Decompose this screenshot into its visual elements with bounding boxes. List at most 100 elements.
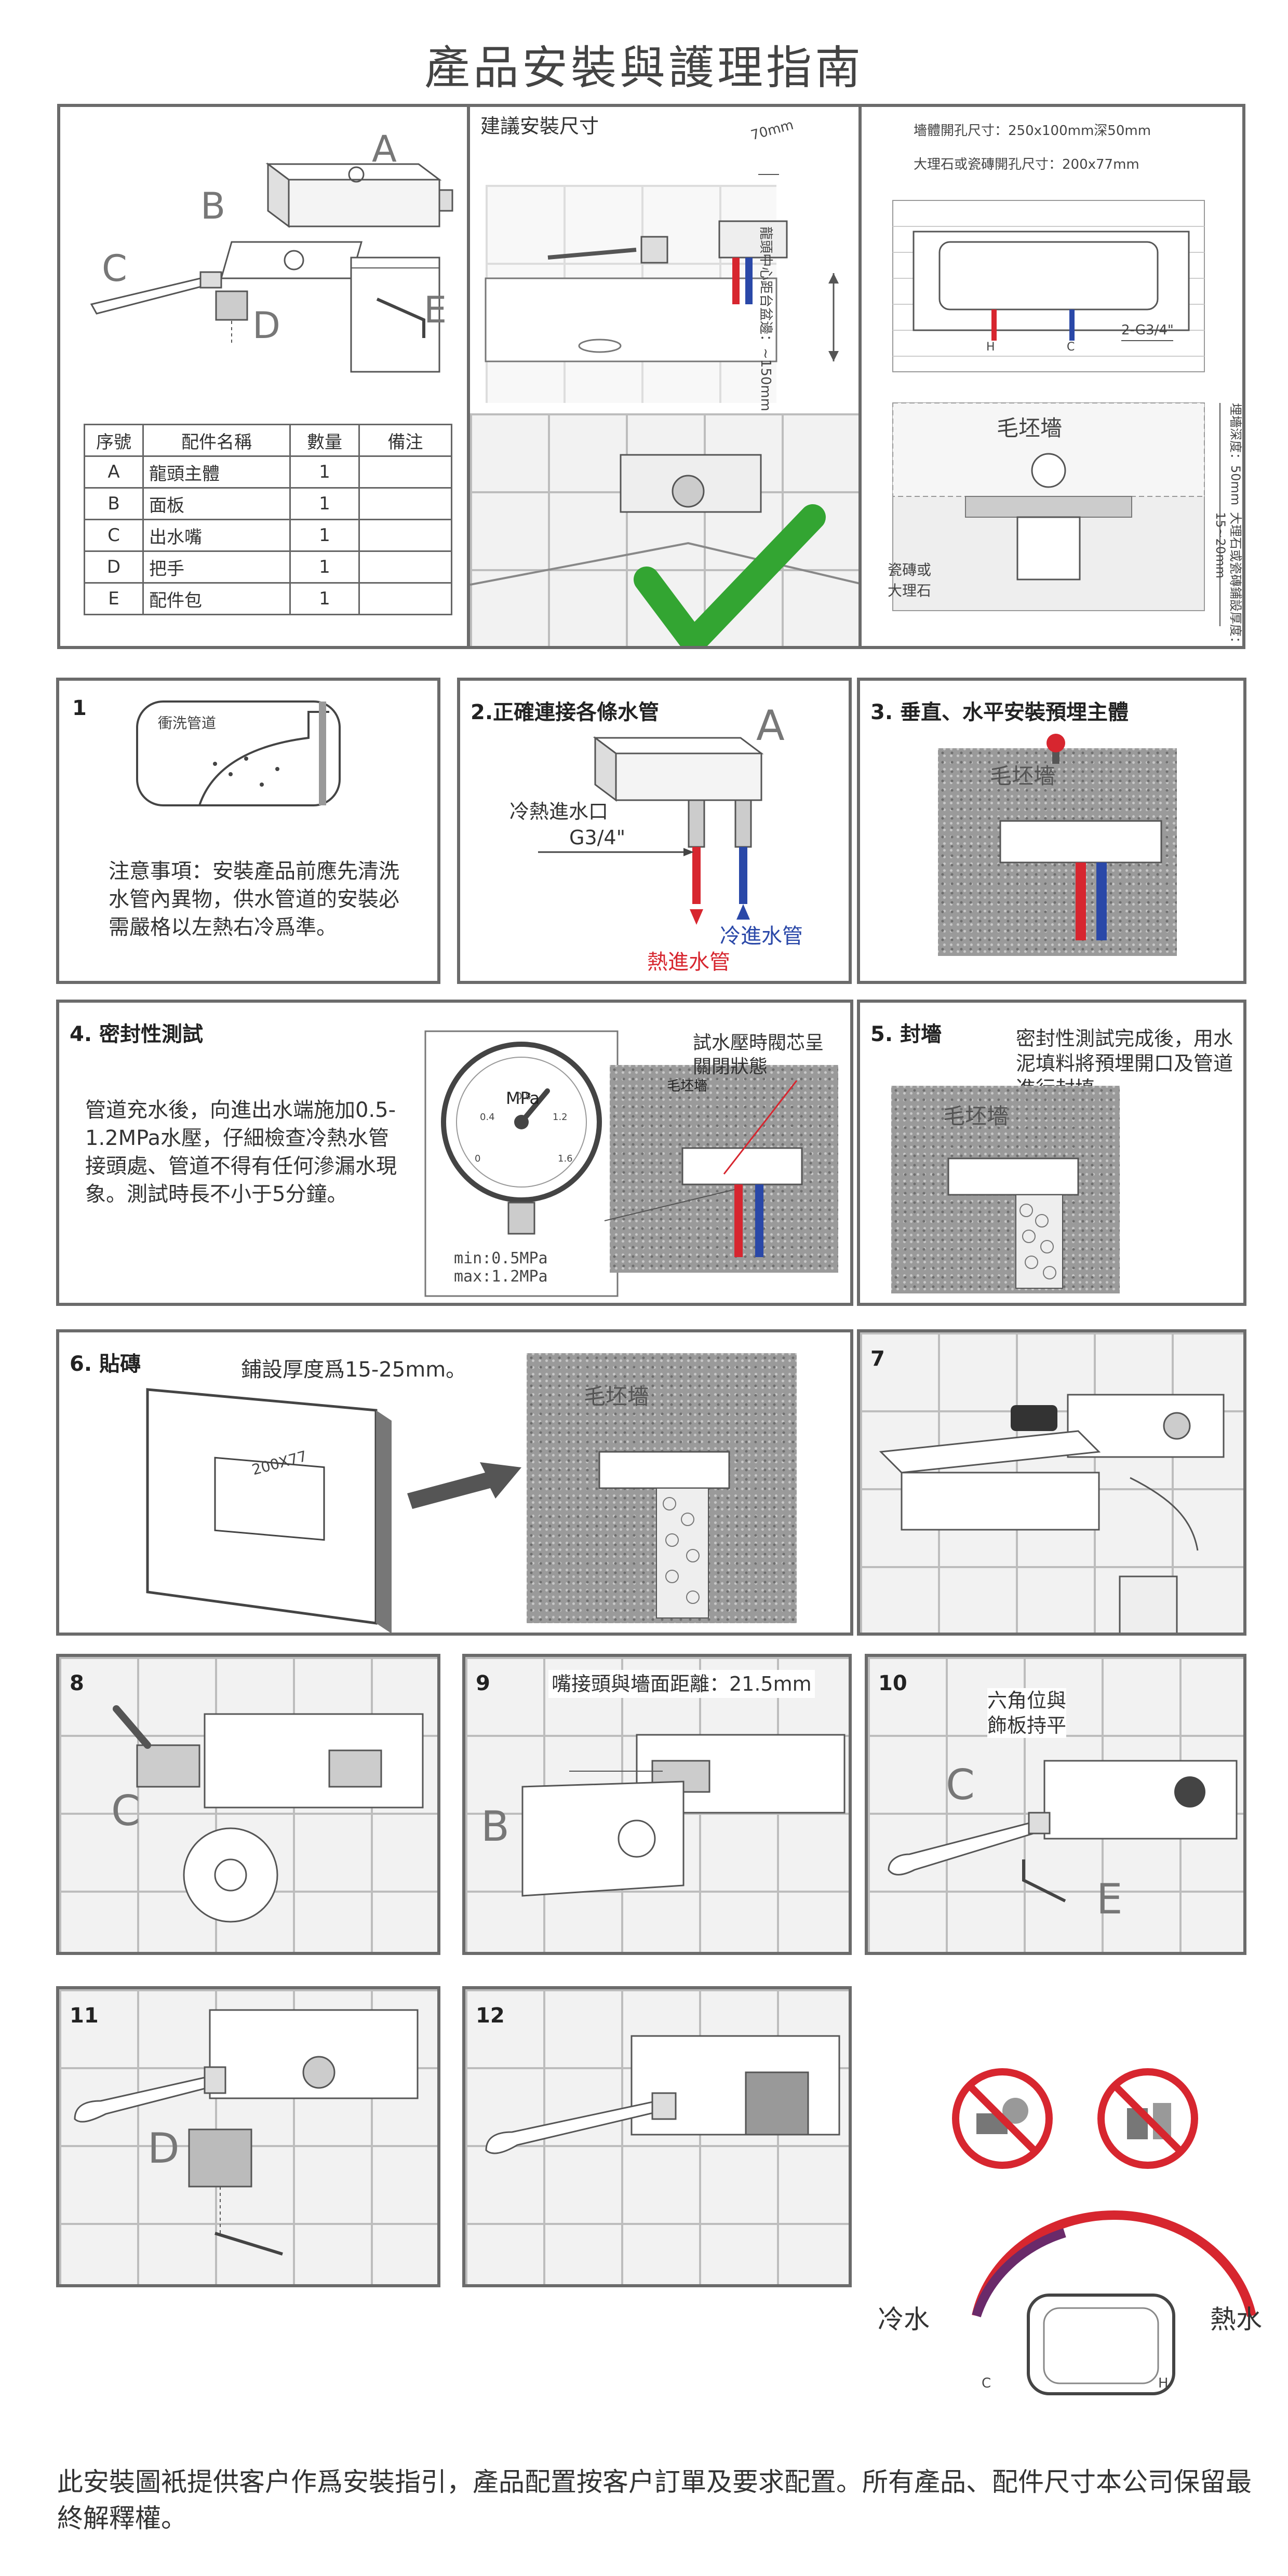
step-3-title: 3. 垂直、水平安裝預埋主體 (870, 700, 1129, 724)
step-5-title: 5. 封墻 (870, 1022, 942, 1046)
tile-illustration (146, 1388, 521, 1633)
step-10-note: 六角位與 飾板持平 (987, 1688, 1067, 1738)
step-4-wall-label: 毛坯墻 (667, 1078, 708, 1094)
label-h: H (986, 341, 995, 354)
dial-c-label: C (982, 2376, 991, 2391)
gauge-tick-12: 1.2 (553, 1112, 568, 1123)
step-7-panel: 7 (857, 1329, 1246, 1636)
step-4-panel: 4. 密封性測試 管道充水後，向進出水端施加0.5-1.2MPa水壓，仔細檢查冷… (56, 1000, 853, 1306)
install-size-panel: 建議安裝尺寸 70mm 龍頭中心距台盆邊：~150mm (467, 104, 862, 649)
pressure-gauge-illustration (424, 1030, 619, 1297)
step-1-panel: 1 衝洗管道 注意事項：安裝產品前應先清洗水管內異物，供水管道的安裝必需嚴格以左… (56, 678, 440, 984)
label-a: A (372, 128, 397, 170)
step-12-panel: 12 (462, 1986, 852, 2287)
cold-water-label: 冷水 (878, 2304, 930, 2335)
step-1-number: 1 (72, 696, 87, 720)
label-c-hole: C (1067, 341, 1075, 354)
wall-cutout-diagram (892, 200, 1220, 626)
install-size-illustration (485, 174, 839, 362)
install-handle-illustration (74, 2009, 419, 2256)
inlet-label: 冷熱進水口 (509, 800, 609, 823)
step-9-letter: B (481, 1802, 509, 1851)
step-5-panel: 5. 封墻 密封性測試完成後，用水泥填料將預埋開口及管道進行封填。 毛坯墻 (857, 1000, 1246, 1306)
remove-cover-illustration (879, 1394, 1225, 1633)
seal-wall-illustration (947, 1157, 1079, 1289)
install-spout-illustration (888, 1760, 1238, 1903)
label-e: E (424, 289, 447, 331)
gauge-minmax: min:0.5MPa max:1.2MPa (454, 1249, 548, 1286)
step-10-letter-e: E (1096, 1875, 1123, 1923)
header-no: 序號 (84, 424, 144, 457)
step-4-title: 4. 密封性測試 (70, 1022, 203, 1046)
header-qty: 數量 (289, 424, 360, 457)
pipe-flush-illustration (136, 700, 341, 806)
step-9-panel: 9 嘴接頭與墻面距離：21.5mm B (462, 1654, 852, 1955)
tiled-wall-illustration (598, 1451, 730, 1619)
step-12-number: 12 (476, 2004, 505, 2028)
page-title: 產品安裝與護理指南 (424, 41, 864, 95)
step-1-note: 注意事項：安裝產品前應先清洗水管內異物，供水管道的安裝必需嚴格以左熱右冷爲準。 (109, 859, 399, 939)
hot-water-label: 熱水 (1210, 2304, 1262, 2335)
pressure-test-illustration (604, 1080, 803, 1257)
step-10-number: 10 (878, 1671, 907, 1695)
valve-note: 試水壓時閥芯呈關閉狀態 (693, 1032, 824, 1077)
tile-label: 瓷磚或 大理石 (888, 561, 932, 599)
gauge-unit: MPa (506, 1088, 540, 1108)
step-10-panel: 10 六角位與 飾板持平 C E (865, 1654, 1246, 1955)
rough-wall-label: 毛坯墻 (997, 415, 1063, 441)
step-8-panel: 8 C (56, 1654, 440, 1955)
step-11-letter: D (147, 2124, 180, 2173)
gauge-tick-08: 0.8 (516, 1091, 531, 1102)
finished-faucet-illustration (485, 2035, 840, 2154)
stone-hole-size: 大理石或瓷磚開孔尺寸：200x77mm (914, 157, 1139, 172)
wall-cutout-panel: 墻體開孔尺寸：250x100mm深50mm 大理石或瓷磚開孔尺寸：200x77m… (858, 104, 1245, 649)
connect-pipes-illustration (538, 736, 764, 925)
cold-pipe-label: 冷進水管 (720, 924, 803, 948)
wall-hole-size: 墻體開孔尺寸：250x100mm深50mm (914, 123, 1151, 139)
step-2-letter: A (756, 702, 785, 750)
step-8-letter: C (111, 1787, 140, 1835)
no-abrasive-icon (952, 2068, 1053, 2169)
g34-label-step2: G3/4" (569, 826, 626, 849)
temperature-dial-illustration (972, 2210, 1256, 2395)
gauge-tick-04: 0.4 (480, 1112, 495, 1123)
tile-thickness-label: 大理石或瓷磚鋪設厚度：15~20mm (1213, 512, 1243, 649)
g34-label: 2-G3/4" (1121, 322, 1174, 338)
step-8-number: 8 (70, 1671, 84, 1695)
step-3-panel: 3. 垂直、水平安裝預埋主體 毛坯墻 (857, 678, 1246, 984)
step-6-title: 6. 貼磚 (70, 1352, 141, 1376)
gauge-tick-0: 0 (475, 1153, 481, 1164)
header-name: 配件名稱 (142, 424, 291, 457)
step-3-wall-label: 毛坯墻 (990, 763, 1056, 789)
step-6-wall-label: 毛坯墻 (584, 1384, 650, 1409)
dim-height-note: 龍頭中心距台盆邊：~150mm (758, 226, 773, 412)
install-size-title: 建議安裝尺寸 (480, 115, 599, 138)
step-4-note: 管道充水後，向進出水端施加0.5-1.2MPa水壓，仔細檢查冷熱水管接頭處、管道… (85, 1098, 397, 1206)
embed-body-illustration (999, 734, 1162, 940)
footer-disclaimer: 此安裝圖衹提供客户作爲安裝指引，產品配置按客户訂單及要求配置。所有產品、配件尺寸… (57, 2467, 1252, 2533)
step-11-number: 11 (70, 2004, 99, 2028)
step-9-note: 嘴接頭與墻面距離：21.5mm (548, 1670, 815, 1698)
step-6-note: 鋪設厚度爲15-25mm。 (241, 1358, 467, 1382)
label-d: D (252, 304, 280, 347)
gauge-tick-16: 1.6 (558, 1153, 573, 1164)
check-illustration (470, 454, 858, 646)
table-header-row: 序號 配件名稱 數量 備注 (84, 424, 452, 457)
hot-pipe-label: 熱進水管 (647, 950, 730, 974)
header-note: 備注 (358, 424, 452, 457)
label-b: B (200, 185, 226, 227)
step-9-number: 9 (476, 1671, 490, 1695)
step-7-number: 7 (870, 1347, 885, 1371)
step-11-panel: 11 D (56, 1986, 440, 2287)
step-10-letter-c: C (946, 1761, 975, 1809)
step-5-wall-label: 毛坯墻 (943, 1103, 1009, 1129)
step-2-panel: 2.正確連接各條水管 A 冷熱進水口 G3/4" 冷進水管 熱進水管 (457, 678, 852, 984)
dial-h-label: H (1158, 2376, 1169, 2391)
pipe-flush-label: 衝洗管道 (158, 714, 217, 732)
install-spout-connector-illustration (113, 1705, 424, 1923)
